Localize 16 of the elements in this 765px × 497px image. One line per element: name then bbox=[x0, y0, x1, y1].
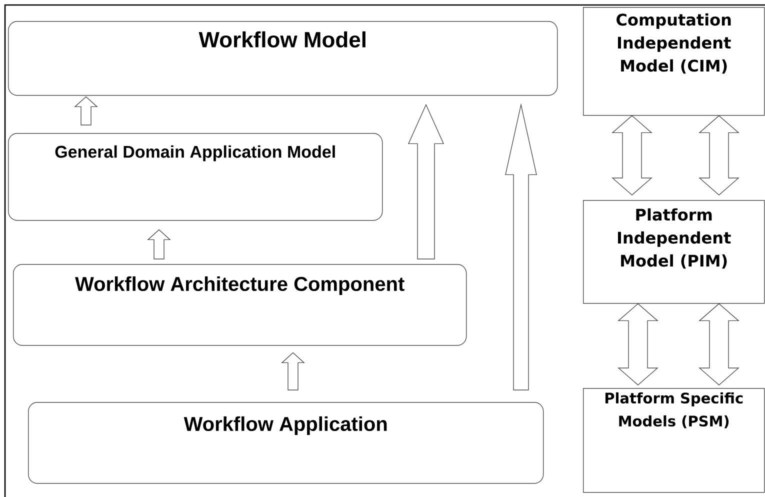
model-box: Computation Independent Model (CIM) bbox=[583, 7, 765, 116]
rounded-box: Workflow Architecture Component bbox=[13, 264, 467, 346]
rounded-box: Workflow Application bbox=[28, 402, 544, 484]
block-arrow bbox=[505, 103, 537, 390]
rounded-box: General Domain Application Model bbox=[8, 133, 383, 221]
block-arrow bbox=[612, 115, 652, 196]
model-box: Platform Independent Model (PIM) bbox=[583, 200, 765, 304]
block-arrow bbox=[408, 104, 444, 260]
rounded-box: Workflow Model bbox=[8, 21, 558, 96]
block-arrow bbox=[698, 303, 740, 386]
block-arrow bbox=[281, 352, 305, 390]
block-arrow bbox=[74, 96, 98, 126]
block-arrow bbox=[618, 303, 658, 386]
block-arrow bbox=[698, 115, 740, 196]
block-arrow bbox=[147, 229, 171, 260]
model-box: Platform Specific Models (PSM) bbox=[583, 388, 765, 493]
